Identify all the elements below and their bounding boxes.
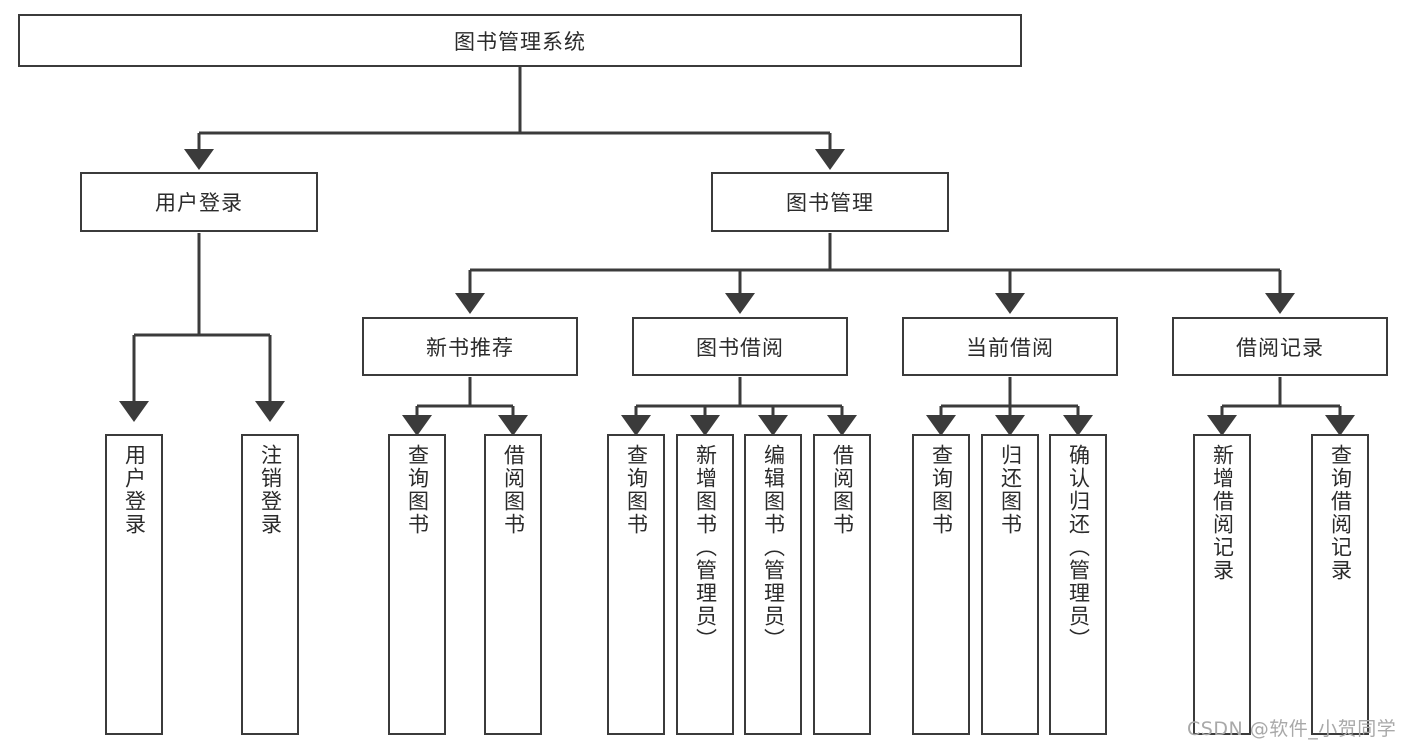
node-book-borrow[interactable]: 图书借阅 [632,317,848,376]
node-label: 图书管理系统 [454,29,586,54]
node-label: 用户登录 [122,444,147,536]
node-label: 查询借阅记录 [1328,444,1353,582]
node-leaf-user-login[interactable]: 用户登录 [105,434,163,735]
node-label: 图书借阅 [696,335,784,360]
node-leaf-query-record[interactable]: 查询借阅记录 [1311,434,1369,735]
node-book-management-system[interactable]: 图书管理系统 [18,14,1022,67]
node-leaf-add-record[interactable]: 新增借阅记录 [1193,434,1251,735]
node-label: 借阅图书 [501,444,526,536]
node-label: 图书管理 [786,191,874,215]
node-leaf-borrow-book-1[interactable]: 借阅图书 [484,434,542,735]
node-user-login[interactable]: 用户登录 [80,172,318,232]
node-leaf-query-book-3[interactable]: 查询图书 [912,434,970,735]
node-leaf-query-book-1[interactable]: 查询图书 [388,434,446,735]
node-label: 确认归还（管理员） [1066,444,1091,651]
node-label: 新增图书（管理员） [693,444,718,651]
node-leaf-confirm-return[interactable]: 确认归还（管理员） [1049,434,1107,735]
node-leaf-query-book-2[interactable]: 查询图书 [607,434,665,735]
node-label: 用户登录 [155,191,243,215]
node-borrow-record[interactable]: 借阅记录 [1172,317,1388,376]
node-leaf-edit-book[interactable]: 编辑图书（管理员） [744,434,802,735]
node-label: 新增借阅记录 [1210,444,1235,582]
node-leaf-add-book[interactable]: 新增图书（管理员） [676,434,734,735]
node-leaf-user-logout[interactable]: 注销登录 [241,434,299,735]
node-label: 借阅图书 [830,444,855,536]
node-leaf-return-book[interactable]: 归还图书 [981,434,1039,735]
watermark-text: CSDN @软件_小贺同学 [1187,718,1397,740]
node-current-borrow[interactable]: 当前借阅 [902,317,1118,376]
node-label: 借阅记录 [1236,335,1324,360]
node-label: 查询图书 [624,444,649,536]
node-label: 编辑图书（管理员） [761,444,786,651]
node-new-book-recommend[interactable]: 新书推荐 [362,317,578,376]
node-book-management[interactable]: 图书管理 [711,172,949,232]
node-label: 当前借阅 [966,335,1054,360]
node-label: 注销登录 [258,444,283,536]
node-leaf-borrow-book-2[interactable]: 借阅图书 [813,434,871,735]
node-label: 查询图书 [405,444,430,536]
node-label: 查询图书 [929,444,954,536]
node-label: 新书推荐 [426,335,514,360]
node-label: 归还图书 [998,444,1023,536]
